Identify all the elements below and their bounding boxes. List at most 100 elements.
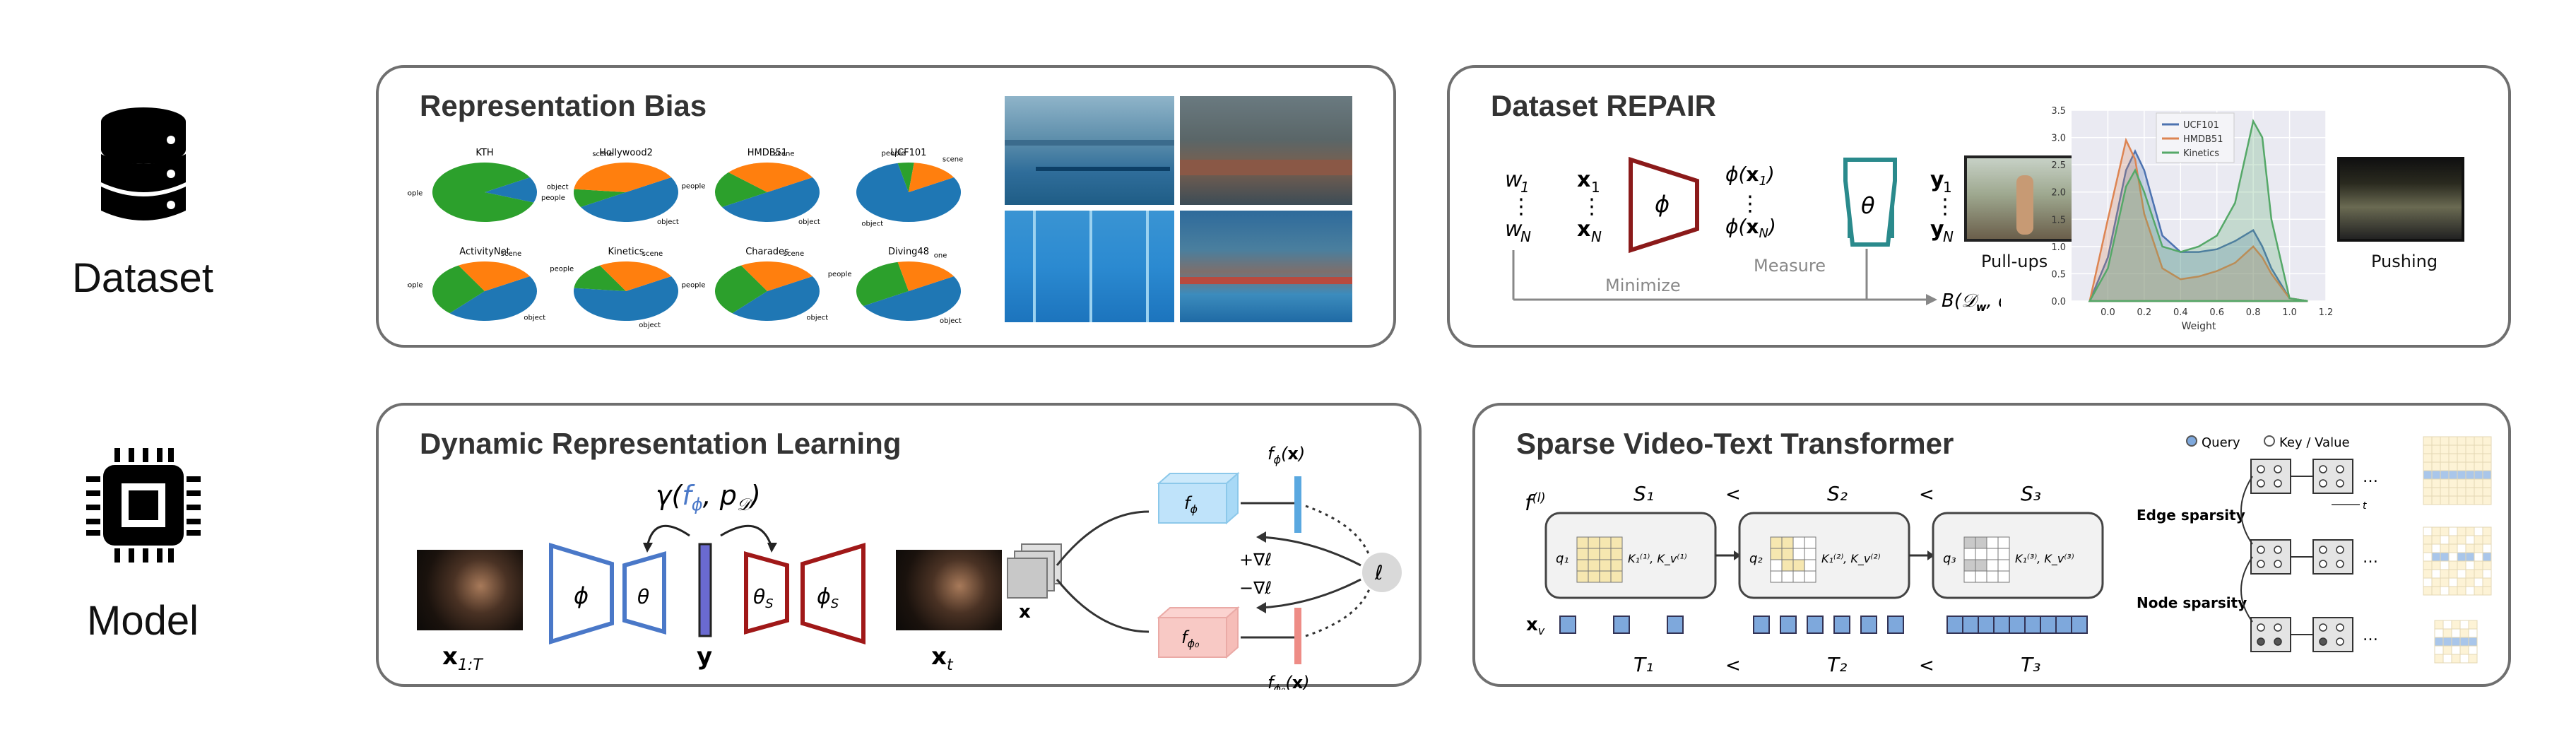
video-token — [2009, 616, 2026, 634]
pie-slice — [574, 189, 626, 207]
pushing-photo — [2337, 157, 2464, 242]
attention-matrix-cell — [2440, 436, 2450, 446]
video-token — [2055, 616, 2072, 634]
pie-slice — [600, 261, 672, 291]
attention-matrix-cell — [2431, 535, 2441, 545]
attention-matrix-cell — [2468, 645, 2478, 655]
graph-node — [2336, 465, 2344, 473]
attention-cell — [1804, 570, 1816, 583]
svg-text:1: 1 — [1520, 179, 1530, 196]
pie-slice-label: scene — [501, 250, 521, 258]
attention-matrix-cell — [2423, 586, 2433, 596]
attention-matrix-cell — [2448, 487, 2458, 497]
attention-matrix-cell — [2431, 436, 2441, 446]
attention-matrix-cell — [2440, 487, 2450, 497]
attention-cell — [1792, 548, 1805, 560]
attention-cell — [1770, 536, 1783, 549]
t-label: T₂ — [1827, 653, 1847, 676]
pie-slice — [863, 276, 961, 322]
ellipsis: … — [2363, 627, 2378, 644]
svg-text:N: N — [1943, 228, 1954, 245]
attention-matrix-cell — [2465, 487, 2475, 497]
w1-label: w — [1505, 167, 1523, 192]
measure-label: Measure — [1754, 256, 1826, 276]
attention-matrix-cell — [2448, 569, 2458, 579]
attention-matrix-cell — [2482, 569, 2492, 579]
graph-node — [2319, 546, 2327, 554]
pie-slice-label: people — [828, 271, 852, 278]
attention-matrix-cell — [2465, 526, 2475, 536]
attention-matrix-cell — [2482, 444, 2492, 454]
attention-matrix-cell — [2482, 577, 2492, 587]
attention-cell — [1804, 559, 1816, 572]
attention-matrix-cell — [2434, 628, 2444, 638]
attention-matrix-cell — [2474, 453, 2483, 463]
x-tick-label: 0.0 — [2101, 307, 2115, 318]
attention-matrix-cell — [2442, 628, 2452, 638]
attention-matrix-cell — [2451, 637, 2461, 647]
attention-cell — [1963, 548, 1976, 560]
s-label: S₂ — [1827, 482, 1848, 505]
pie-slice-label: object — [861, 220, 883, 228]
pie-slice — [741, 261, 813, 291]
attention-matrix-cell — [2448, 461, 2458, 471]
attention-matrix-cell — [2431, 586, 2441, 596]
t-axis-label: t — [2363, 500, 2367, 512]
attention-matrix-cell — [2448, 526, 2458, 536]
graph-node — [2274, 546, 2282, 554]
xt-label: xt — [931, 642, 954, 674]
video-frame-output — [896, 550, 1002, 630]
attention-matrix-cell — [2423, 577, 2433, 587]
phi-label: ϕ — [1655, 191, 1670, 218]
video-token — [1946, 616, 1963, 634]
video-token — [1807, 616, 1824, 634]
attention-cell — [1588, 536, 1600, 549]
stage-arrowhead — [1734, 550, 1741, 560]
attention-matrix-cell — [2431, 461, 2441, 471]
diving-photo-1 — [1005, 96, 1174, 205]
attention-matrix-cell — [2448, 543, 2458, 553]
q-label: q₃ — [1943, 551, 1956, 566]
pie-slice — [715, 172, 767, 207]
attention-matrix-cell — [2440, 586, 2450, 596]
series-hmdb51 — [2088, 137, 2308, 302]
pie-title: KTH — [475, 148, 493, 158]
attention-cell — [1792, 536, 1805, 549]
video-token — [1780, 616, 1797, 634]
attention-cell — [1610, 536, 1623, 549]
attention-matrix-cell — [2465, 453, 2475, 463]
pie-slice-label: people — [550, 266, 574, 273]
attention-matrix-cell — [2482, 526, 2492, 536]
f-l-label: f(l) — [1525, 490, 1546, 516]
pie-slice — [897, 261, 955, 291]
attention-matrix-cell — [2474, 560, 2483, 570]
attention-cell — [1588, 548, 1600, 560]
attention-cell — [1792, 570, 1805, 583]
attention-matrix-cell — [2423, 487, 2433, 497]
attention-cell — [1963, 570, 1976, 583]
attention-matrix-cell — [2457, 552, 2466, 562]
attention-matrix-cell — [2465, 470, 2475, 480]
attention-cell — [1781, 548, 1794, 560]
attention-matrix-cell — [2474, 526, 2483, 536]
attention-matrix-cell — [2457, 461, 2466, 471]
k-label: K₁⁽¹⁾, K_v⁽¹⁾ — [1628, 552, 1687, 566]
attention-matrix-cell — [2431, 560, 2441, 570]
attention-matrix-cell — [2440, 577, 2450, 587]
video-token — [2040, 616, 2057, 634]
attention-matrix-cell — [2442, 620, 2452, 630]
attention-cell — [1997, 548, 2010, 560]
attention-matrix-cell — [2431, 526, 2441, 536]
video-token — [1860, 616, 1877, 634]
xv-label: xv — [1526, 614, 1545, 637]
pie-slice-label: people — [682, 282, 706, 290]
pie-slice — [897, 163, 914, 192]
attention-matrix-cell — [2423, 543, 2433, 553]
dataset-row-label: Dataset — [72, 255, 213, 301]
attention-matrix-cell — [2482, 461, 2492, 471]
svg-text:N: N — [1591, 228, 1602, 245]
attention-matrix-cell — [2465, 577, 2475, 587]
attention-cell — [1576, 548, 1589, 560]
attention-cell — [1997, 570, 2010, 583]
attention-matrix-cell — [2474, 478, 2483, 488]
